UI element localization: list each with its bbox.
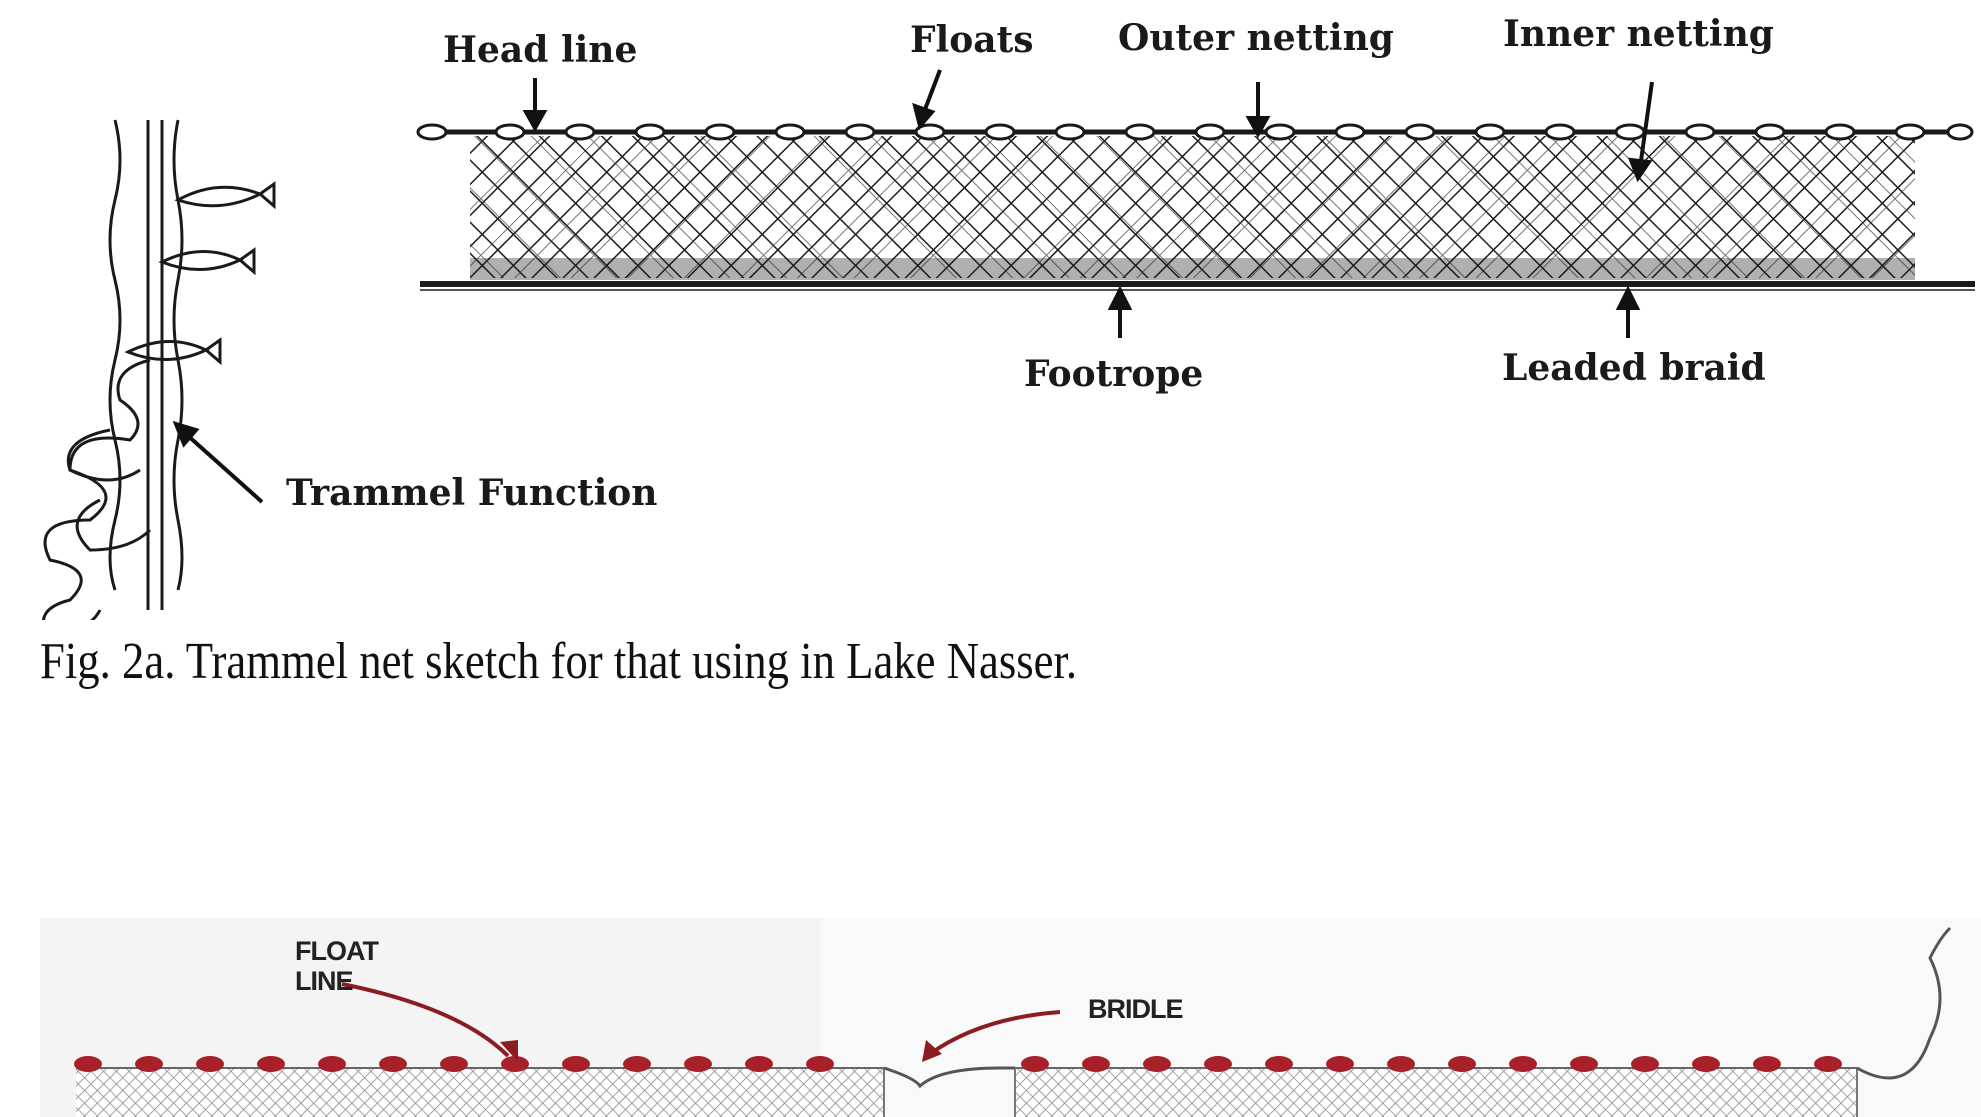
- footrope-rope: [420, 281, 1975, 291]
- float-marker: [1204, 1056, 1232, 1072]
- trammel-function-arrow: [172, 420, 264, 504]
- float-marker: [74, 1056, 102, 1072]
- float-markers: [416, 123, 1974, 141]
- gill-net-illustration: FLOAT LINE BRIDLE: [40, 918, 1981, 1117]
- float-marker: [1143, 1056, 1171, 1072]
- float-marker: [1265, 1056, 1293, 1072]
- float-marker: [1387, 1056, 1415, 1072]
- float-marker: [1753, 1056, 1781, 1072]
- label-float-line-2: LINE: [295, 966, 353, 996]
- float-marker: [623, 1056, 651, 1072]
- float-marker: [1570, 1056, 1598, 1072]
- float-marker: [1692, 1056, 1720, 1072]
- float-line-floats: [74, 1056, 1842, 1072]
- float-marker: [684, 1056, 712, 1072]
- float-marker: [135, 1056, 163, 1072]
- head-line-rope: [416, 123, 1974, 141]
- float-marker: [1448, 1056, 1476, 1072]
- net-panel-left: [76, 1067, 885, 1117]
- float-marker: [196, 1056, 224, 1072]
- label-floats: Floats: [910, 19, 1033, 61]
- float-marker: [562, 1056, 590, 1072]
- net-panel-right: [1014, 1067, 1858, 1117]
- float-marker: [440, 1056, 468, 1072]
- bridle-arrow: [922, 1010, 1061, 1062]
- float-marker: [1509, 1056, 1537, 1072]
- float-marker: [806, 1056, 834, 1072]
- label-outer-netting: Outer netting: [1118, 17, 1394, 59]
- float-marker: [501, 1056, 529, 1072]
- float-marker: [1631, 1056, 1659, 1072]
- label-footrope: Footrope: [1024, 353, 1203, 395]
- float-marker: [1326, 1056, 1354, 1072]
- fish-icon: [174, 181, 276, 210]
- float-marker: [745, 1056, 773, 1072]
- float-marker: [379, 1056, 407, 1072]
- float-marker: [1021, 1056, 1049, 1072]
- net-panel: [470, 136, 1915, 280]
- label-leaded-braid: Leaded braid: [1502, 347, 1766, 389]
- trammel-function-sketch: [42, 119, 276, 620]
- bridle-rope: [883, 1066, 1015, 1089]
- label-head-line: Head line: [443, 29, 637, 71]
- float-marker: [1814, 1056, 1842, 1072]
- end-line-rope: [1856, 926, 1952, 1080]
- label-arrows: [522, 69, 1654, 338]
- fish-icon: [124, 337, 222, 366]
- figure-2a-caption: Fig. 2a. Trammel net sketch for that usi…: [40, 633, 1078, 690]
- float-marker: [1082, 1056, 1110, 1072]
- float-marker: [257, 1056, 285, 1072]
- label-inner-netting: Inner netting: [1503, 13, 1774, 55]
- fish-icon: [158, 247, 256, 276]
- float-line-arrow: [341, 982, 518, 1062]
- label-float-line: FLOAT: [295, 936, 379, 966]
- label-bridle: BRIDLE: [1088, 994, 1183, 1024]
- float-marker: [318, 1056, 346, 1072]
- trammel-net-diagram: Head line Floats Outer netting Inner net…: [42, 13, 1975, 620]
- label-trammel-function: Trammel Function: [286, 472, 657, 514]
